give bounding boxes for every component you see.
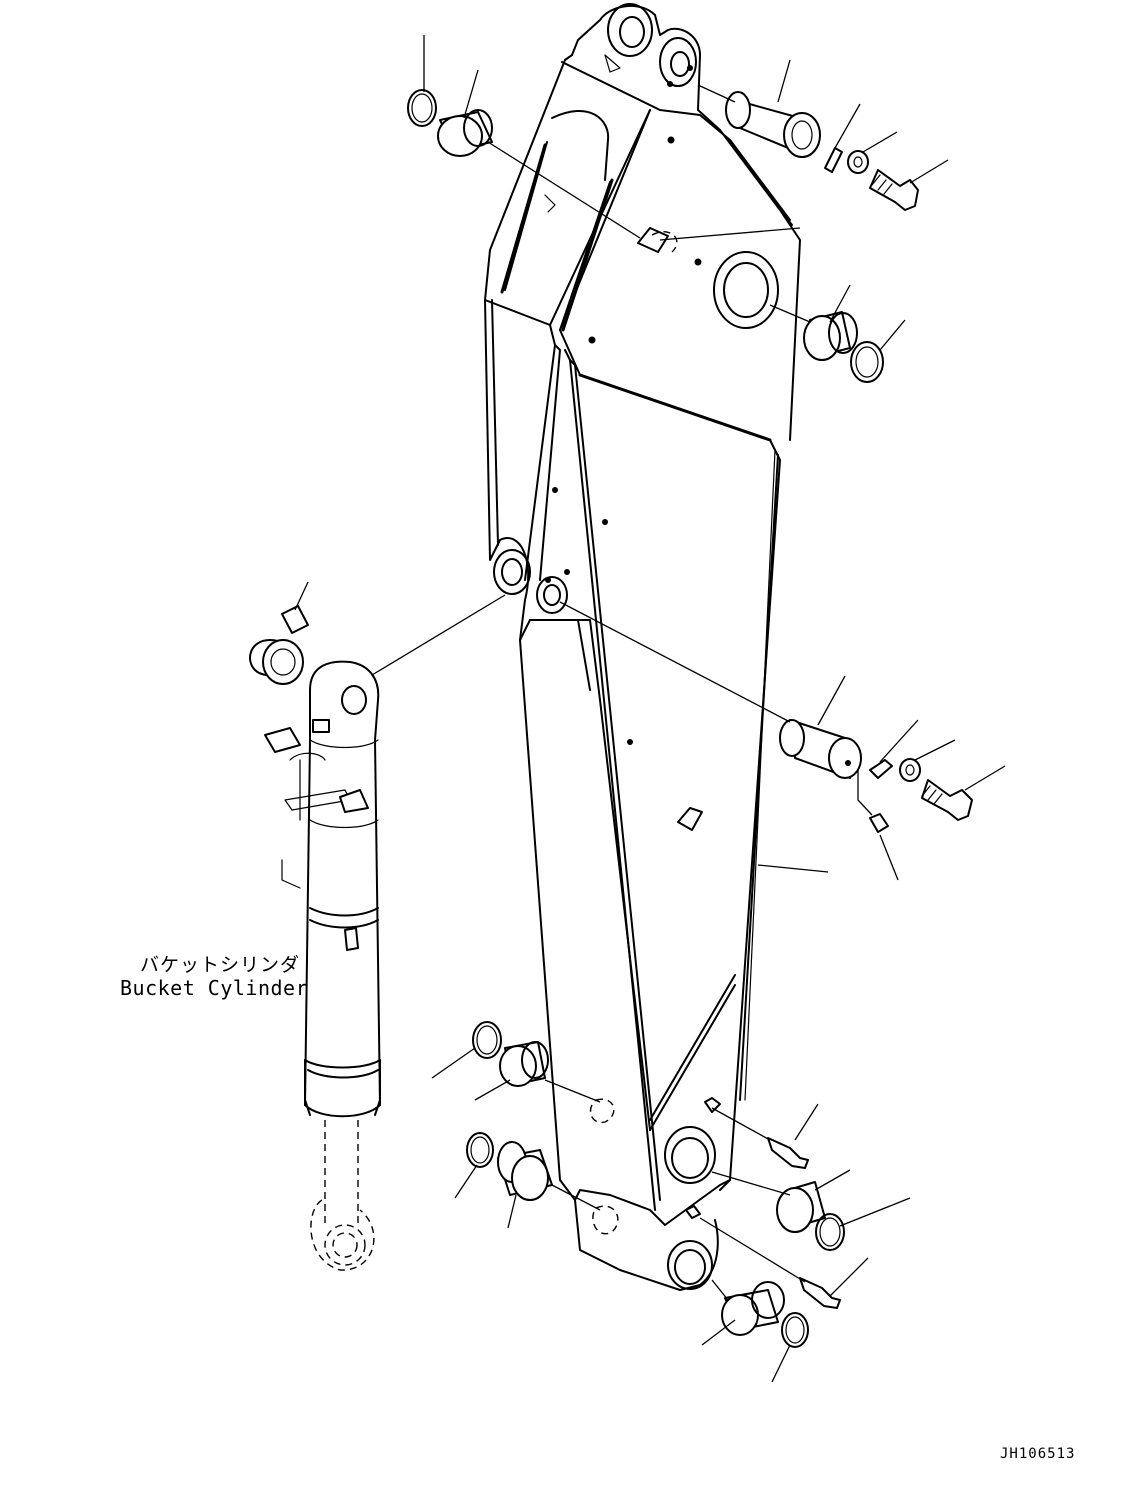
leader-lines [294, 35, 1006, 1383]
assembly-lines [371, 84, 873, 1301]
bucket-cylinder [249, 605, 381, 1271]
drawing-code: JH106513 [1000, 1446, 1076, 1462]
loose-parts [407, 89, 973, 1348]
bucket-cylinder-label-en: Bucket Cylinder [120, 976, 309, 1000]
bucket-cylinder-label-jp: バケットシリンダ [140, 954, 301, 976]
arm-body [484, 3, 801, 1291]
